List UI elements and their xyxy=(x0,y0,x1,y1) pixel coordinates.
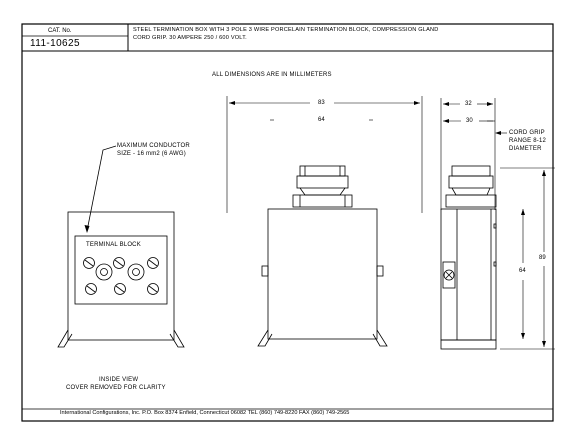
inside-view-caption-line-1: INSIDE VIEW xyxy=(99,377,139,383)
description-line-2: CORD GRIP. 30 AMPERE 250 / 600 VOLT. xyxy=(133,35,247,41)
side-view-drawing xyxy=(440,165,497,350)
dim-side-inner-width: 30 xyxy=(466,118,473,124)
max-conductor-note-line-2: SIZE - 16 mm2 (6 AWG) xyxy=(117,151,186,157)
max-conductor-note-line-1: MAXIMUM CONDUCTOR xyxy=(117,143,190,149)
inside-view-caption-line-2: COVER REMOVED FOR CLARITY xyxy=(66,385,166,391)
front-dimension-lines xyxy=(226,96,423,213)
units-note: ALL DIMENSIONS ARE IN MILLIMETERS xyxy=(212,72,332,78)
dim-front-inner-width: 64 xyxy=(318,117,325,123)
dim-side-outer-width: 32 xyxy=(465,101,472,107)
front-view-drawing xyxy=(257,165,388,347)
conductor-leader-arrow xyxy=(84,225,90,233)
cord-grip-note-line-3: DIAMETER xyxy=(509,146,542,152)
company-footer: International Configurations, Inc. P.O. … xyxy=(60,410,350,416)
dim-front-outer-width: 83 xyxy=(318,100,325,106)
side-dimension-lines xyxy=(440,98,555,350)
terminal-block-label: TERMINAL BLOCK xyxy=(86,242,141,248)
dim-side-total-height: 89 xyxy=(539,255,546,261)
cord-grip-note-line-2: RANGE 8-12 xyxy=(509,138,547,144)
dim-side-body-height: 64 xyxy=(519,268,526,274)
terminal-screws xyxy=(83,257,159,295)
cat-number-label: CAT. No. xyxy=(48,28,72,34)
sheet-border xyxy=(21,23,554,422)
cord-grip-note-line-1: CORD GRIP xyxy=(509,130,545,136)
description-line-1: STEEL TERMINATION BOX WITH 3 POLE 3 WIRE… xyxy=(133,27,439,33)
conductor-leader-line xyxy=(86,145,117,232)
cat-number: 111-10625 xyxy=(30,38,80,49)
inside-view-drawing xyxy=(57,211,185,348)
